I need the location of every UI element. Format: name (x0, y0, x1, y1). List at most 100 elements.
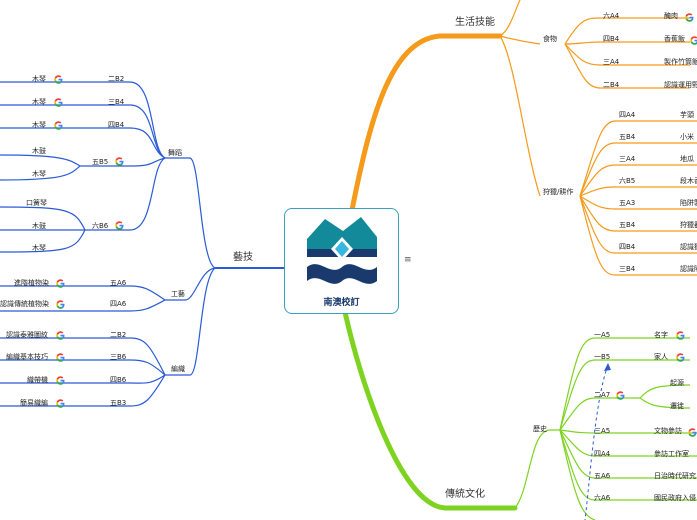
dance-code: 四B4 (108, 121, 125, 129)
google-icon[interactable] (685, 13, 694, 22)
weave-item[interactable]: 簡易織編 (20, 399, 48, 407)
culture-branches (514, 337, 697, 520)
history-code: 一B5 (594, 353, 611, 361)
history-subitem[interactable]: 起源 (670, 379, 684, 387)
school-logo (307, 217, 377, 284)
history-item[interactable]: 國民政府入侵 (654, 494, 696, 502)
hunt-item[interactable]: 狩獵器 (680, 221, 697, 229)
hunt-code: 六B5 (619, 177, 636, 185)
google-icon[interactable] (56, 376, 65, 385)
history-item[interactable]: 參訪工作室 (654, 450, 689, 458)
food-code: 二B4 (603, 81, 620, 89)
weave-code: 五B3 (110, 399, 127, 407)
history-item[interactable]: 日治時代研究 (654, 472, 696, 480)
hunt-code: 五B4 (619, 221, 636, 229)
dance-item[interactable]: 木鼓 (32, 147, 46, 155)
central-node[interactable]: 南澳校訂 (284, 208, 399, 314)
dance-item[interactable]: 木琴 (32, 121, 46, 129)
hunt-code: 五A3 (619, 199, 636, 207)
topic-history[interactable]: 歷史 (533, 425, 547, 433)
food-code: 四B4 (603, 35, 620, 43)
craft-item[interactable]: 認識傳統植物染 (0, 300, 49, 308)
hunt-item[interactable]: 認識獵 (680, 243, 697, 251)
weave-item[interactable]: 認識泰雅圖紋 (6, 331, 48, 339)
branch-culture-label[interactable]: 傳統文化 (445, 489, 485, 500)
history-code: 四A4 (594, 450, 611, 458)
dance-code: 二B2 (108, 75, 125, 83)
google-icon[interactable] (676, 331, 685, 340)
weave-code: 二B2 (110, 331, 127, 339)
weave-code: 四B6 (110, 376, 127, 384)
google-icon[interactable] (54, 75, 63, 84)
google-icon[interactable] (688, 428, 697, 437)
weave-code: 三B6 (110, 353, 127, 361)
google-icon[interactable] (56, 300, 65, 309)
google-icon[interactable] (54, 98, 63, 107)
food-item[interactable]: 醃肉 (664, 12, 678, 20)
weave-item[interactable]: 編織基本技巧 (6, 353, 48, 361)
hunt-item[interactable]: 段木香 (680, 177, 697, 185)
dance-code: 六B6 (92, 222, 109, 230)
topic-craft[interactable]: 工藝 (171, 290, 185, 298)
google-icon[interactable] (690, 36, 697, 45)
google-icon[interactable] (115, 221, 124, 230)
hunt-code: 三B4 (619, 265, 636, 273)
craft-item[interactable]: 進階植物染 (14, 279, 49, 287)
history-code: 一A5 (594, 331, 611, 339)
craft-code: 五A6 (110, 279, 127, 287)
dance-code: 五B5 (92, 158, 109, 166)
google-icon[interactable] (616, 391, 625, 400)
google-icon[interactable] (56, 399, 65, 408)
hunt-item[interactable]: 陷阱製 (680, 199, 697, 207)
topic-hunt[interactable]: 狩獵/耕作 (543, 188, 574, 196)
google-icon[interactable] (56, 331, 65, 340)
history-item[interactable]: 家人 (654, 353, 668, 361)
dance-item[interactable]: 木琴 (32, 98, 46, 106)
relation-arrowhead (604, 363, 611, 371)
dance-item[interactable]: 木琴 (32, 75, 46, 83)
dance-item[interactable]: 口簧琴 (26, 199, 47, 207)
topic-weave[interactable]: 編織 (171, 365, 185, 373)
history-item[interactable]: 文物參訪 (654, 427, 682, 435)
food-item[interactable]: 香蕉飯 (664, 35, 685, 43)
history-code: 二A7 (594, 391, 611, 399)
google-icon[interactable] (56, 353, 65, 362)
google-icon[interactable] (676, 353, 685, 362)
menu-icon[interactable]: ≡ (404, 255, 412, 265)
google-icon[interactable] (54, 121, 63, 130)
central-title: 南澳校訂 (323, 298, 360, 308)
hunt-item[interactable]: 地瓜 (680, 155, 694, 163)
food-item[interactable]: 認識運用野 (664, 81, 697, 89)
hunt-code: 五B4 (619, 133, 636, 141)
trunk-culture (342, 309, 518, 511)
food-item[interactable]: 製作竹筒飯 (664, 58, 697, 66)
branch-art-label[interactable]: 藝技 (233, 252, 253, 263)
dance-item[interactable]: 木琴 (32, 244, 46, 252)
history-code: 五A6 (594, 472, 611, 480)
topic-dance[interactable]: 舞蹈 (168, 149, 182, 157)
craft-code: 四A6 (110, 300, 127, 308)
history-code: 六A6 (594, 494, 611, 502)
history-code: 三A5 (594, 427, 611, 435)
weave-item[interactable]: 織帶機 (27, 376, 48, 384)
trunk-life (349, 33, 503, 213)
hunt-code: 四A4 (619, 111, 636, 119)
art-branches (0, 81, 216, 407)
dance-item[interactable]: 木琴 (32, 170, 46, 178)
branch-life-label[interactable]: 生活技能 (455, 17, 495, 28)
history-item[interactable]: 名字 (654, 331, 668, 339)
dance-item[interactable]: 木鼓 (32, 222, 46, 230)
google-icon[interactable] (56, 279, 65, 288)
hunt-item[interactable]: 認識陷 (680, 265, 697, 273)
food-code: 三A4 (603, 58, 620, 66)
food-code: 六A4 (603, 12, 620, 20)
topic-food[interactable]: 食物 (543, 35, 557, 43)
hunt-code: 三A4 (619, 155, 636, 163)
relation-arrow (584, 364, 609, 520)
history-subitem[interactable]: 遷徙 (670, 402, 684, 410)
dance-code: 三B4 (108, 98, 125, 106)
hunt-item[interactable]: 小米 (680, 133, 694, 141)
hunt-item[interactable]: 芋頭 (680, 111, 694, 119)
google-icon[interactable] (115, 157, 124, 166)
